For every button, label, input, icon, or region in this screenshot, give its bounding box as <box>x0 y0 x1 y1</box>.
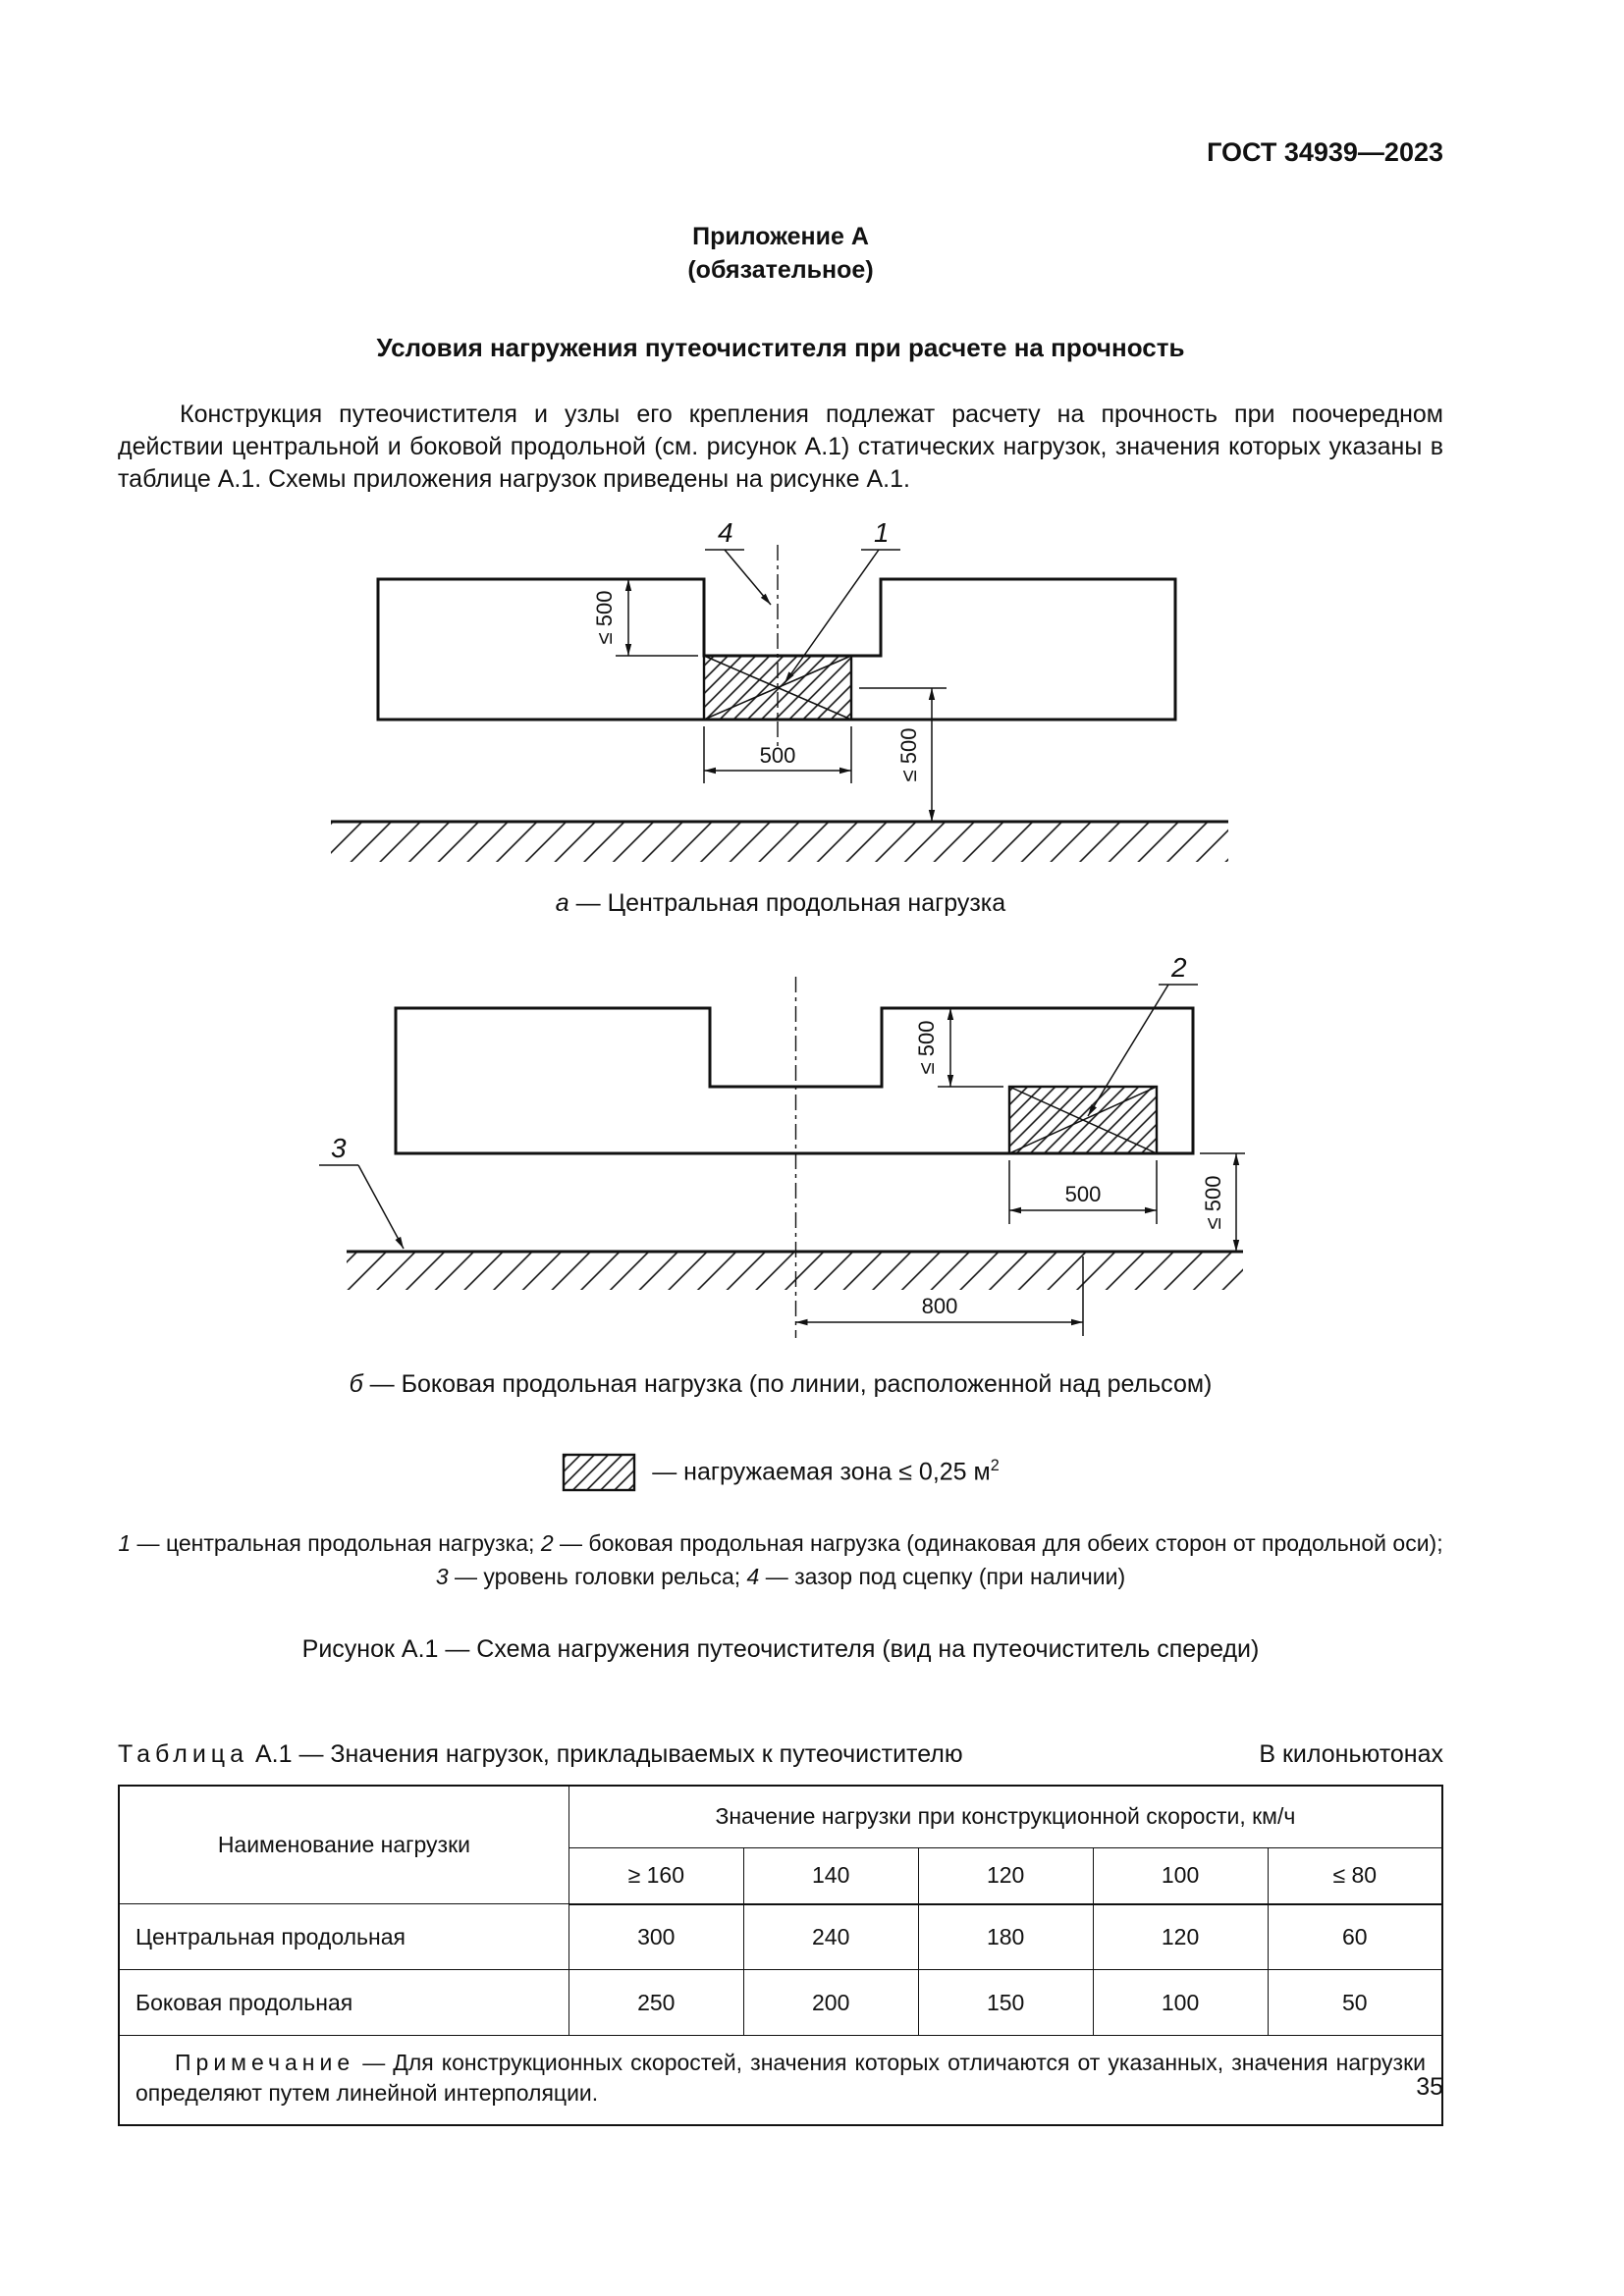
cell-value: 50 <box>1267 1969 1443 2036</box>
col-header-speed-140: 140 <box>742 1846 919 1905</box>
caption-a-text: — Центральная продольная нагрузка <box>575 888 1006 917</box>
dim-text-left: ≤ 500 <box>592 590 617 644</box>
dim-text-offset: 800 <box>921 1294 957 1318</box>
cell-value: 240 <box>742 1903 919 1970</box>
diagram-a: 4 1 ≤ 500 500 ≤ 500 <box>331 520 1228 862</box>
rail-head-level <box>331 820 1228 862</box>
row-name: Центральная продольная <box>118 1903 569 1970</box>
table-note: Примечание — Для конструкционных скорост… <box>118 2035 1443 2126</box>
document-number: ГОСТ 34939—2023 <box>1207 137 1443 167</box>
diagram-b: 2 3 ≤ 500 500 ≤ 500 <box>318 957 1245 1338</box>
ground-hatch <box>346 1252 1243 1290</box>
pos-label-3: 3 <box>331 1133 347 1163</box>
table-units: В килоньютонах <box>1259 1739 1443 1768</box>
cell-value: 120 <box>1092 1903 1269 1970</box>
leader-pos-1: 1 <box>784 520 900 683</box>
load-zone-lateral <box>1007 1085 1158 1154</box>
caption-a: а — Центральная продольная нагрузка <box>118 889 1443 918</box>
pos-label-2: 2 <box>1170 957 1187 983</box>
cell-value: 300 <box>568 1903 744 1970</box>
footnote-line-1: 1 — центральная продольная нагрузка; 2 —… <box>118 1529 1443 1556</box>
dim-text-right: ≤ 500 <box>896 727 921 781</box>
row-name: Боковая продольная <box>118 1969 569 2036</box>
caption-b-letter: б <box>349 1369 363 1398</box>
dimension-right-500: ≤ 500 <box>1199 1151 1245 1252</box>
appendix-subtitle: (обязательное) <box>687 255 874 284</box>
table-row-central: Центральная продольная 300 240 180 120 6… <box>118 1903 1443 1970</box>
dim-text-right: ≤ 500 <box>1201 1175 1225 1229</box>
figure-legend: — нагружаемая зона ≤ 0,25 м2 <box>118 1453 1443 1492</box>
ground-hatch <box>331 822 1228 862</box>
footnote-line-2: 3 — уровень головки рельса; 4 — зазор по… <box>435 1564 1126 1589</box>
col-header-speed-80: ≤ 80 <box>1267 1846 1443 1905</box>
caption-b: б — Боковая продольная нагрузка (по лини… <box>118 1370 1443 1399</box>
dimension-offset-800: 800 <box>795 1255 1084 1336</box>
figure-a1-b: 2 3 ≤ 500 500 ≤ 500 <box>118 957 1443 1399</box>
col-header-speed-160: ≥ 160 <box>568 1846 744 1905</box>
figure-footnotes: 1 — центральная продольная нагрузка; 2 —… <box>118 1526 1443 1594</box>
pos-label-1: 1 <box>874 520 890 548</box>
cell-value: 60 <box>1267 1903 1443 1970</box>
table-title-row: Таблица А.1 — Значения нагрузок, приклад… <box>118 1740 1443 1769</box>
dimension-right-500: ≤ 500 <box>859 686 947 822</box>
leader-pos-2: 2 <box>1086 957 1198 1116</box>
dim-text-upper: ≤ 500 <box>914 1020 939 1074</box>
cell-value: 100 <box>1092 1969 1269 2036</box>
section-title: Условия нагружения путеочистителя при ра… <box>376 332 1185 362</box>
table-a1-block: Таблица А.1 — Значения нагрузок, приклад… <box>118 1740 1443 2127</box>
col-header-group: Значение нагрузки при конструкционной ск… <box>568 1785 1443 1848</box>
col-header-load-name: Наименование нагрузки <box>118 1785 569 1904</box>
vehicle-outline <box>394 1006 1194 1154</box>
rail-head-level <box>346 1250 1243 1290</box>
table-row-lateral: Боковая продольная 250 200 150 100 50 <box>118 1969 1443 2036</box>
appendix-heading: Приложение А (обязательное) <box>118 221 1443 288</box>
dim-text-width: 500 <box>1064 1182 1101 1206</box>
intro-paragraph: Конструкция путеочистителя и узлы его кр… <box>118 400 1443 493</box>
dimension-left-500: ≤ 500 <box>592 578 698 657</box>
figure-caption: Рисунок А.1 — Схема нагружения путеочист… <box>301 1634 1260 1663</box>
table-title: Таблица А.1 — Значения нагрузок, приклад… <box>118 1739 963 1768</box>
caption-a-letter: а <box>555 888 569 917</box>
col-header-speed-120: 120 <box>917 1846 1094 1905</box>
pos-label-4: 4 <box>718 520 733 548</box>
col-header-speed-100: 100 <box>1092 1846 1269 1905</box>
appendix-title: Приложение А <box>692 223 869 250</box>
vehicle-outline <box>376 577 1177 721</box>
dim-text-width: 500 <box>760 743 796 768</box>
leader-pos-3: 3 <box>318 1133 405 1249</box>
page-number: 35 <box>1416 2073 1443 2101</box>
leader-pos-4: 4 <box>705 520 772 605</box>
cell-value: 250 <box>568 1969 744 2036</box>
figure-a1: 4 1 ≤ 500 500 ≤ 500 <box>118 520 1443 918</box>
load-zone-central <box>702 654 853 721</box>
cell-value: 150 <box>917 1969 1094 2036</box>
dimension-width-500: 500 <box>1007 1159 1158 1224</box>
table-note-row: Примечание — Для конструкционных скорост… <box>118 2035 1443 2126</box>
caption-b-text: — Боковая продольная нагрузка (по линии,… <box>369 1369 1213 1398</box>
hatched-zone-sample <box>563 1453 636 1491</box>
legend-text: — нагружаемая зона ≤ 0,25 м2 <box>652 1457 1000 1486</box>
dimension-upper-500: ≤ 500 <box>914 1007 1003 1088</box>
loads-table: Наименование нагрузки Значение нагрузки … <box>118 1784 1443 2127</box>
cell-value: 200 <box>742 1969 919 2036</box>
dimension-width-500: 500 <box>703 725 852 783</box>
cell-value: 180 <box>917 1903 1094 1970</box>
